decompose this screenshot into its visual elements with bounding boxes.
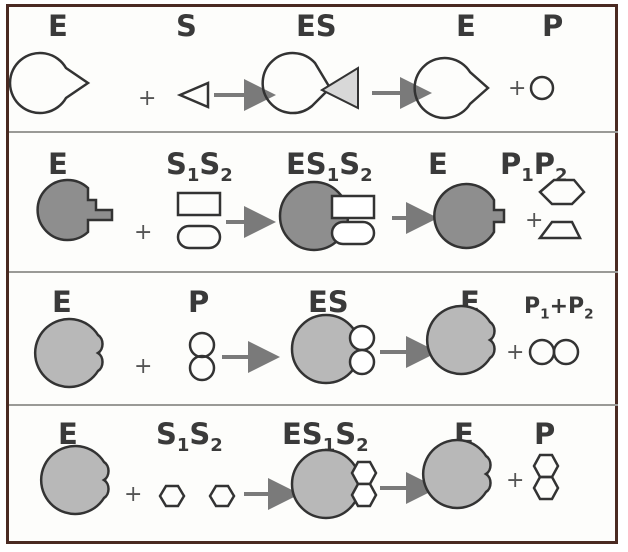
product1-hexagon-shape	[538, 178, 586, 206]
row1-plus-right: +	[508, 76, 527, 101]
row4-plus-left: +	[124, 482, 143, 507]
row3-label-products: P1+P2	[524, 294, 594, 323]
row3-plus-left: +	[134, 354, 153, 379]
product-hexagon-bottom-shape	[532, 475, 560, 501]
row2-plus-right: +	[525, 208, 544, 233]
enzyme-pacman-shape	[8, 51, 91, 115]
bound-substrate2-hexagon-shape	[350, 482, 378, 508]
enzyme-pacman-shape	[413, 56, 490, 120]
bound-substrate-triangle-shape	[319, 66, 359, 110]
row2-label-complex: ES1S2	[286, 147, 373, 186]
enzyme-with-two-pockets-shape	[33, 317, 104, 389]
row1-label-substrate: S	[176, 9, 197, 43]
row2-label-products: P1P2	[500, 147, 568, 186]
row3-plus-right: +	[506, 340, 525, 365]
enzyme-complex-body-shape	[290, 313, 362, 385]
row-divider	[9, 271, 618, 273]
substrate1-hexagon-shape	[158, 484, 186, 508]
row4-label-substrates: S1S2	[156, 417, 223, 456]
row4-plus-right: +	[506, 468, 525, 493]
row3-label-product: P	[188, 285, 210, 319]
row4-label-enzyme: E	[58, 417, 78, 451]
row1-label-enzyme-free: E	[456, 9, 476, 43]
product1-circle-shape	[528, 338, 556, 366]
product-hexagon-top-shape	[532, 453, 560, 479]
row1-label-complex: ES	[296, 9, 337, 43]
product2-circle-shape	[552, 338, 580, 366]
row2-label-enzyme: E	[48, 147, 68, 181]
row3-label-enzyme: E	[52, 285, 72, 319]
row-divider	[9, 131, 618, 133]
enzyme-with-binding-site-shape	[36, 178, 114, 242]
row1-label-enzyme: E	[48, 9, 68, 43]
product-circle-shape	[529, 75, 555, 101]
product-part1-shape	[188, 331, 216, 359]
bound-substrate1-hexagon-shape	[350, 460, 378, 486]
product-part2-shape	[188, 354, 216, 382]
substrate1-rectangle-shape	[176, 191, 222, 217]
bound-part1-shape	[348, 324, 376, 352]
bound-substrate1-shape	[330, 194, 376, 220]
enzyme-with-two-pockets-shape	[39, 444, 110, 516]
enzyme-with-binding-site-shape	[433, 182, 506, 250]
substrate2-hexagon-shape	[208, 484, 236, 508]
substrate-triangle-shape	[176, 81, 210, 109]
row1-label-product: P	[542, 9, 564, 43]
row1-plus-left: +	[138, 86, 157, 111]
row2-plus-left: +	[134, 220, 153, 245]
enzyme-substrate-complex-shape	[261, 51, 332, 115]
row2-label-enzyme-free: E	[428, 147, 448, 181]
product2-trapezoid-shape	[537, 220, 583, 240]
row4-label-product: P	[534, 417, 556, 451]
bound-substrate2-shape	[330, 220, 376, 246]
row3-label-complex: ES	[308, 285, 349, 319]
row2-label-substrates: S1S2	[166, 147, 233, 186]
enzyme-with-two-pockets-shape	[421, 438, 492, 510]
bound-part2-shape	[348, 348, 376, 376]
substrate2-rounded-shape	[176, 224, 222, 250]
row-divider	[9, 404, 618, 406]
enzyme-with-two-pockets-shape	[425, 304, 496, 376]
enzyme-complex-body-shape	[290, 448, 362, 520]
